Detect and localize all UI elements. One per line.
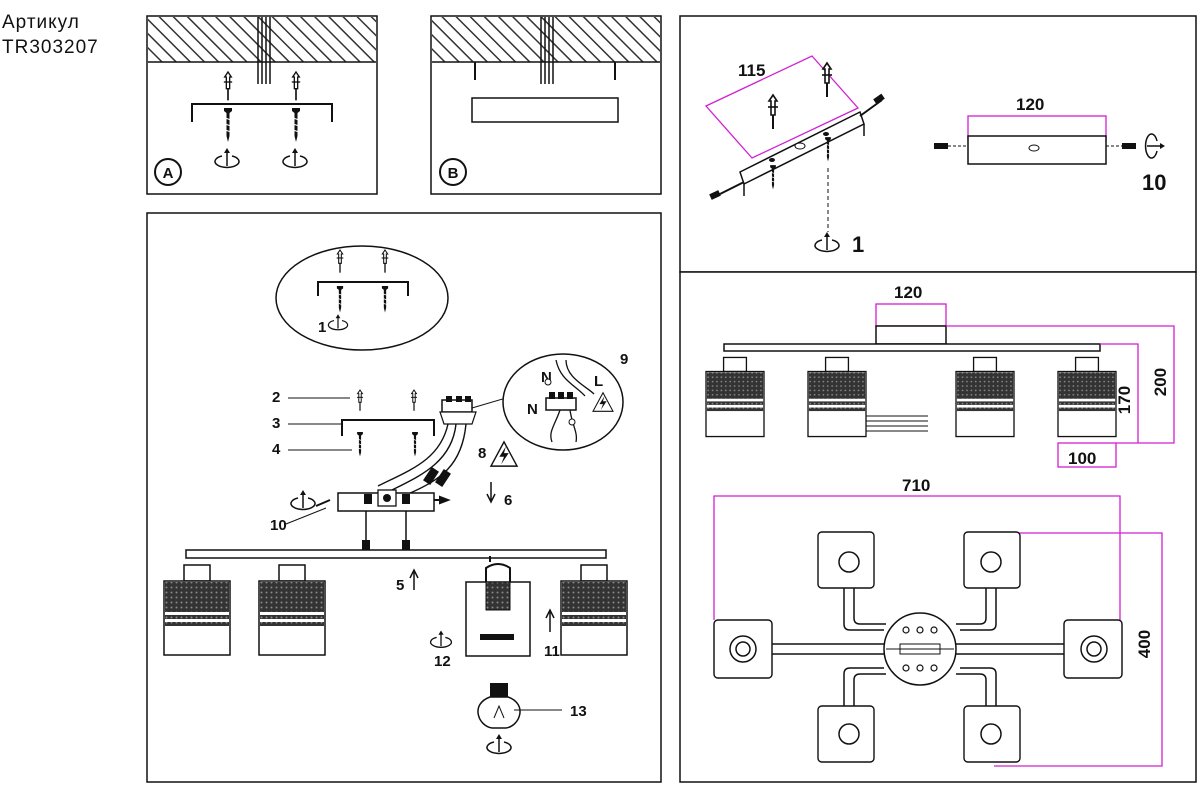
dim-box-width-label: 120	[894, 283, 922, 302]
mounting-bracket	[191, 103, 333, 122]
dim-width-label: 400	[1135, 630, 1154, 658]
terminal-block-icon	[364, 489, 410, 507]
panel-a: A	[146, 15, 378, 195]
screw-icon	[1122, 143, 1136, 149]
wire-icon	[866, 415, 928, 432]
fixture-rail	[185, 549, 607, 559]
mounted-bracket	[474, 62, 616, 80]
step-12-label: 12	[434, 653, 451, 670]
dimension-115	[704, 55, 860, 159]
neutral-label-2: N	[527, 401, 538, 418]
badge-a	[154, 158, 182, 186]
step-2-label: 2	[272, 389, 280, 406]
arrow-down-icon	[486, 482, 496, 504]
step-9-label: 9	[620, 351, 628, 368]
dimensions-panel: 120 170 200 100 710 400	[679, 271, 1197, 783]
dimension-400	[994, 532, 1163, 767]
dimension-170	[1100, 343, 1139, 443]
arrow-up-icon	[409, 568, 419, 590]
step-11-label: 11	[544, 643, 560, 660]
terminal-block-icon	[545, 392, 577, 411]
step-10-big: 10	[1142, 170, 1166, 195]
panel-b: B	[430, 15, 662, 195]
dim-115-label: 115	[738, 61, 765, 80]
bulb-icon	[477, 683, 521, 729]
mounting-bracket	[317, 281, 409, 296]
dimension-100	[1057, 442, 1117, 468]
canopy-box	[471, 97, 619, 123]
wire-icon	[377, 423, 467, 495]
screw-icon	[315, 499, 331, 507]
screw-icon	[434, 495, 451, 505]
assembly-panel: 1 2 3 4 9 N L N	[146, 212, 662, 783]
dimension-710	[713, 495, 1121, 620]
dimensions-frame	[679, 271, 1197, 783]
ceiling-hatch	[432, 17, 660, 62]
step-1-big: 1	[852, 232, 864, 257]
step-5-label: 5	[396, 577, 404, 594]
screw-icon	[934, 143, 948, 149]
step-8-label: 8	[478, 445, 486, 462]
step-3-label: 3	[272, 415, 280, 432]
badge-b-label: B	[448, 165, 459, 182]
canopy-box	[875, 325, 947, 345]
dim-shade-width-label: 100	[1068, 449, 1096, 468]
step-4-label: 4	[272, 441, 281, 458]
mounting-bracket	[341, 419, 435, 436]
arrow-up-icon	[545, 608, 555, 632]
bracket-panel: 115 1 120 10	[679, 15, 1197, 273]
step-10-label: 10	[270, 517, 287, 534]
wire-icon	[540, 17, 554, 84]
dimension-200	[946, 325, 1175, 444]
neutral-label: N	[541, 369, 552, 386]
dim-120-label: 120	[1016, 95, 1044, 114]
dim-height-1-label: 170	[1115, 386, 1134, 414]
shade-detached	[465, 563, 531, 657]
badge-b	[439, 158, 467, 186]
article-block: Артикул TR303207	[2, 10, 99, 60]
dim-length-label: 710	[902, 476, 930, 495]
detail-ellipse	[275, 245, 449, 351]
line-label: L	[594, 373, 603, 390]
fixture-rail	[723, 343, 1101, 352]
step-13-label: 13	[570, 703, 587, 720]
dim-height-2-label: 200	[1151, 368, 1170, 396]
article-label: Артикул	[2, 12, 80, 33]
step-1-label: 1	[318, 319, 326, 336]
step-6-label: 6	[504, 492, 512, 509]
terminal-block-icon	[439, 396, 477, 425]
badge-a-label: A	[163, 165, 174, 182]
article-code: TR303207	[2, 37, 99, 58]
wire-icon	[257, 17, 271, 84]
